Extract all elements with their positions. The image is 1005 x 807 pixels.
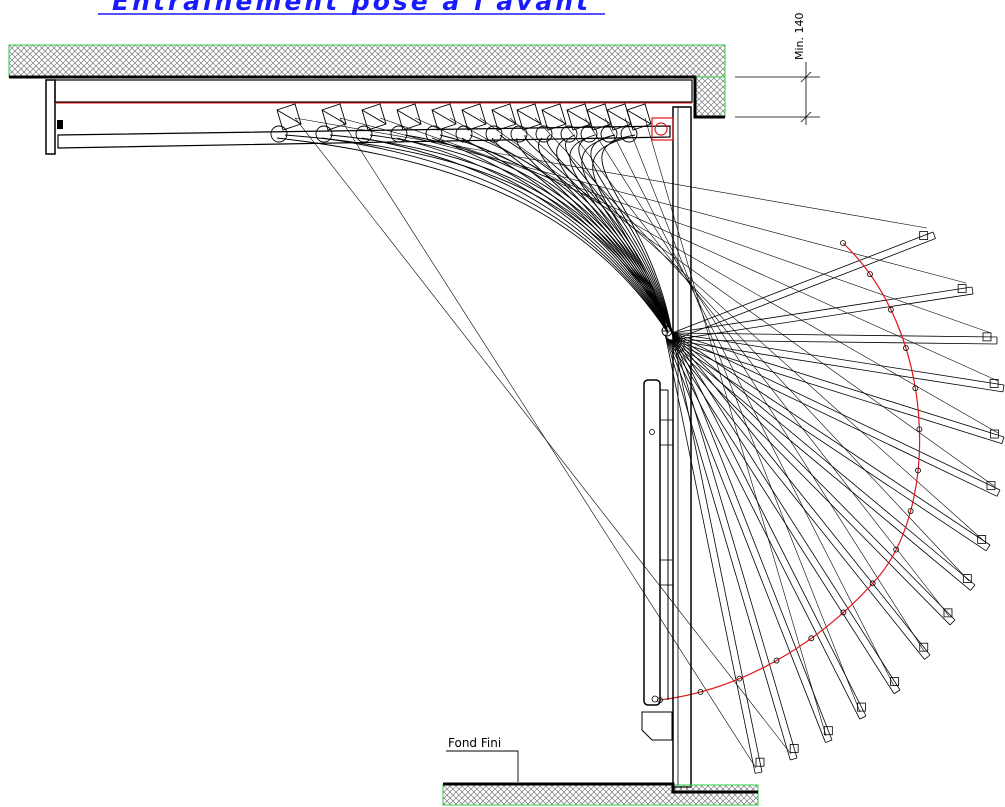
door-panel-swing xyxy=(665,332,867,720)
door-panel-positions xyxy=(270,103,1005,774)
dimension-min-140 xyxy=(735,62,820,125)
trajectory-point-icon xyxy=(907,508,914,514)
panel-chord xyxy=(294,117,928,229)
panel-chord xyxy=(414,117,999,382)
trajectory-point-icon xyxy=(887,306,894,313)
trajectory-point-icon xyxy=(869,580,876,587)
door-panel-swing xyxy=(664,332,765,774)
track-curve xyxy=(556,103,673,334)
door-panel-swing xyxy=(665,332,833,743)
panel-chord xyxy=(584,117,925,652)
trajectory-point-icon xyxy=(840,609,847,616)
trajectory-point-icon xyxy=(736,675,743,682)
dimension-label: Min. 140 xyxy=(793,12,806,60)
floor-label-leader xyxy=(446,750,519,782)
floor-label: Fond Fini xyxy=(448,736,501,750)
floor-line xyxy=(443,782,758,794)
panel-chord xyxy=(294,117,792,755)
track-curve xyxy=(425,103,673,334)
trajectory-point-icon xyxy=(915,467,921,474)
trajectory-point-icon xyxy=(808,635,815,642)
door-panel-swing xyxy=(666,332,931,660)
panel-chord xyxy=(449,117,999,434)
panel-chord xyxy=(644,117,827,737)
spring-box xyxy=(641,379,674,741)
door-panel-swing xyxy=(669,332,1005,445)
panel-chord xyxy=(624,117,861,713)
panel-chord xyxy=(379,117,992,334)
pivot-icon xyxy=(661,325,673,337)
door-panel-swing xyxy=(668,332,1001,497)
door-panel-swing xyxy=(667,332,976,591)
track-curve xyxy=(390,103,673,334)
panel-chord xyxy=(604,117,895,687)
door-panel-swing xyxy=(667,332,991,552)
horizontal-rail xyxy=(45,79,693,155)
trajectory-point-icon xyxy=(893,546,900,553)
track-curve xyxy=(455,103,673,334)
trajectory-point-icon xyxy=(867,271,873,278)
trajectory-point-icon xyxy=(840,240,846,246)
panel-chord xyxy=(339,117,757,769)
door-panel-swing xyxy=(671,231,936,340)
panel-chord xyxy=(509,117,985,542)
panel-chord xyxy=(339,117,967,284)
drawing-title: Entraînement posé à l'avant xyxy=(112,0,591,16)
trajectory-point-icon xyxy=(912,385,919,392)
trajectory-point-icon xyxy=(773,657,780,664)
trajectory-point-icon xyxy=(903,345,909,351)
floor-hatch xyxy=(442,784,759,806)
panel-chord xyxy=(479,117,995,487)
door-panel-swing xyxy=(664,332,799,761)
trajectory-arc xyxy=(659,242,921,701)
panel-chord xyxy=(559,117,950,617)
trajectory-point-icon xyxy=(697,689,704,695)
door-panel-swing xyxy=(671,332,998,345)
panel-chord xyxy=(534,117,970,582)
ceiling-line xyxy=(9,75,725,119)
track-curve xyxy=(535,103,673,334)
trajectory-point-icon xyxy=(916,426,923,433)
door-panel-swing xyxy=(665,332,901,695)
